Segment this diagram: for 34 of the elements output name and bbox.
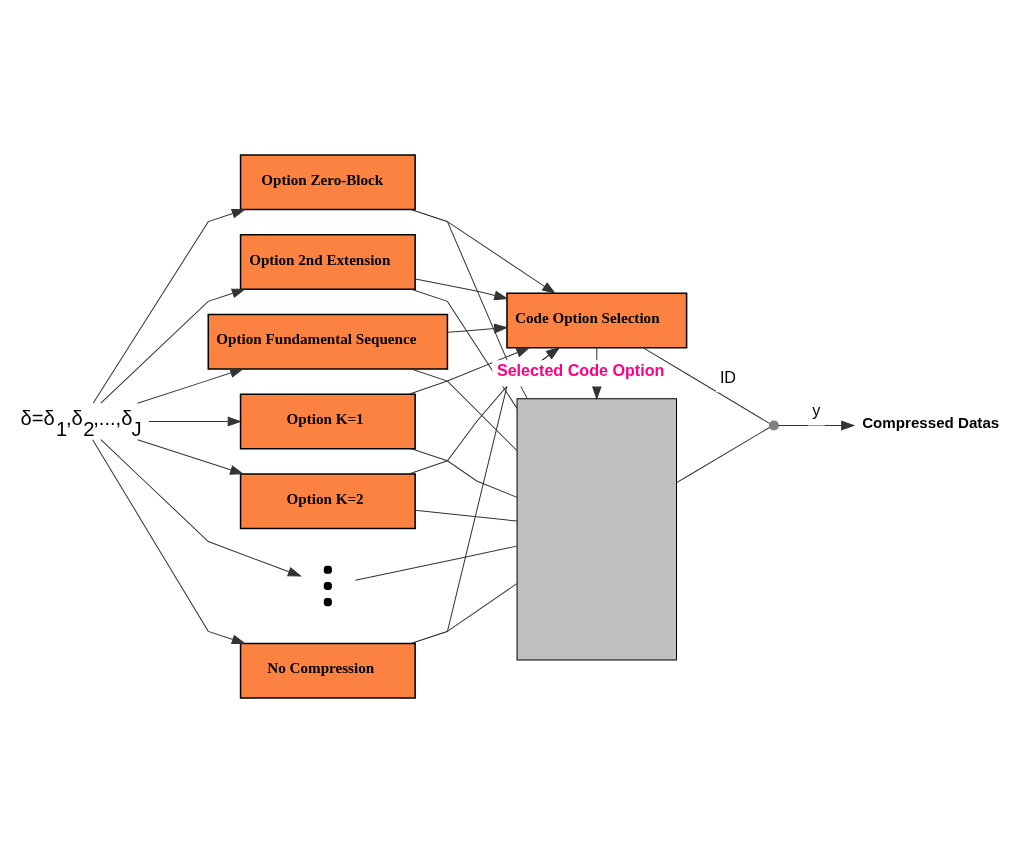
connector — [410, 448, 518, 498]
arrow — [100, 439, 302, 577]
arrow — [408, 347, 531, 395]
connector — [410, 209, 528, 399]
node-text: Compressed Datas — [862, 414, 1000, 432]
arrow — [414, 278, 509, 301]
node-box: Option K=2 — [239, 473, 416, 530]
connector — [410, 368, 518, 451]
edge-label: ID — [719, 367, 737, 386]
arrow — [778, 420, 856, 431]
arrow — [137, 439, 245, 475]
arrow — [148, 416, 242, 427]
connector — [642, 347, 770, 424]
arrow — [100, 288, 246, 404]
connector — [676, 427, 770, 484]
node-box: Option K=1 — [239, 393, 416, 450]
arrow — [137, 368, 245, 404]
connector — [410, 583, 518, 644]
node-box: Option Zero-Block — [239, 154, 416, 211]
connector — [354, 545, 518, 581]
connector — [410, 288, 518, 409]
arrow — [410, 346, 561, 644]
node-box: No Compression — [239, 642, 416, 699]
node-box: Option Fundamental Sequence — [207, 313, 449, 370]
node-box: Code Option Selection — [506, 292, 688, 349]
edge-label: y — [812, 401, 821, 420]
arrow — [92, 439, 246, 645]
arrow — [92, 208, 246, 404]
node-box: Option 2nd Extension — [239, 234, 416, 290]
node-box — [516, 398, 677, 661]
edge-label: Selected Code Option — [496, 361, 665, 380]
arrow — [446, 323, 509, 334]
node-switch — [768, 420, 779, 431]
connector — [414, 509, 518, 522]
